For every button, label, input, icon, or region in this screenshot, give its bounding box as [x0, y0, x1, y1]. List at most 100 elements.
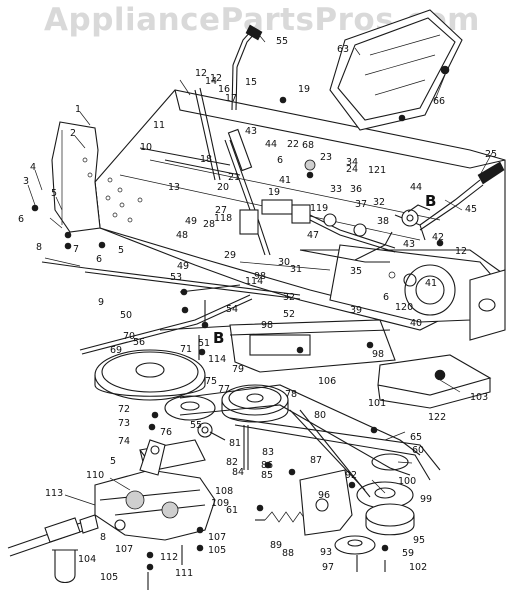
pulleys — [94, 349, 415, 555]
callout-119: 119 — [310, 203, 328, 214]
callout-8: 8 — [36, 242, 42, 253]
callout-12: 12 — [210, 73, 222, 84]
hardware — [31, 96, 444, 590]
callout-60: 60 — [412, 445, 424, 456]
callout-11: 11 — [153, 120, 165, 131]
callout-54: 54 — [226, 304, 238, 315]
callout-32: 32 — [373, 197, 385, 208]
callout-111: 111 — [175, 568, 193, 579]
callout-55: 55 — [190, 420, 202, 431]
callout-53: 53 — [170, 272, 182, 283]
callout-5: 5 — [118, 245, 124, 256]
callout-44: 44 — [410, 182, 422, 193]
callout-80: 80 — [314, 410, 326, 421]
callout-88: 88 — [282, 548, 294, 559]
callout-42: 42 — [432, 232, 444, 243]
callout-33: 33 — [330, 184, 342, 195]
callout-92: 92 — [345, 470, 357, 481]
callout-56: 56 — [133, 337, 145, 348]
callout-101: 101 — [368, 398, 386, 409]
callout-6: 6 — [277, 155, 283, 166]
brake-lever — [407, 161, 505, 231]
callout-78: 78 — [285, 389, 297, 400]
callout-23: 23 — [320, 152, 332, 163]
callout-30: 30 — [278, 257, 290, 268]
callout-32: 32 — [283, 292, 295, 303]
callout-labels: 1 2 3 4 5 6 7 8 6 5 9 10 11 12 13 14 15 … — [18, 36, 497, 583]
leader-lines — [27, 29, 493, 506]
callout-114: 114 — [245, 276, 263, 287]
callout-10: 10 — [140, 142, 152, 153]
callout-108: 108 — [215, 486, 233, 497]
callout-47: 47 — [307, 230, 319, 241]
callout-112: 112 — [160, 552, 178, 563]
callout-72: 72 — [118, 404, 130, 415]
callout-87: 87 — [310, 455, 322, 466]
callout-109: 109 — [211, 498, 229, 509]
callout-95: 95 — [413, 535, 425, 546]
seat-pan-bracket — [329, 9, 463, 131]
callout-13: 13 — [168, 182, 180, 193]
callout-89: 89 — [270, 540, 282, 551]
callout-36: 36 — [350, 184, 362, 195]
callout-50: 50 — [120, 310, 132, 321]
callout-121: 121 — [368, 165, 386, 176]
callout-97: 97 — [322, 562, 334, 573]
callout-74: 74 — [118, 436, 130, 447]
callout-21: 21 — [228, 172, 240, 183]
callout-83: 83 — [262, 447, 274, 458]
callout-70: 70 — [123, 331, 135, 342]
callout-9: 9 — [98, 297, 104, 308]
callout-99: 99 — [420, 494, 432, 505]
callout-69: 69 — [110, 345, 122, 356]
callout-107: 107 — [208, 532, 226, 543]
callout-98: 98 — [254, 271, 266, 282]
callout-31: 31 — [290, 264, 302, 275]
callout-22: 22 — [287, 139, 299, 150]
callout-44: 44 — [265, 139, 277, 150]
callout-86: 86 — [261, 460, 273, 471]
callout-43: 43 — [245, 126, 257, 137]
callout-81: 81 — [229, 438, 241, 449]
callout-59: 59 — [402, 548, 414, 559]
drive-plate — [229, 319, 492, 409]
callout-45: 45 — [465, 204, 477, 215]
callout-49: 49 — [185, 216, 197, 227]
callout-14: 14 — [205, 76, 217, 87]
callout-48: 48 — [176, 230, 188, 241]
callout-16: 16 — [218, 84, 230, 95]
callout-8: 8 — [100, 532, 106, 543]
callout-118: 118 — [214, 213, 232, 224]
callout-25: 25 — [485, 149, 497, 160]
callout-103: 103 — [470, 392, 488, 403]
callout-24: 24 — [346, 164, 358, 175]
belts — [179, 384, 441, 498]
callout-76: 76 — [160, 427, 172, 438]
callout-17: 17 — [225, 93, 237, 104]
callout-43: 43 — [403, 239, 415, 250]
callout-55: 55 — [276, 36, 288, 47]
callout-28: 28 — [203, 219, 215, 230]
control-linkage — [139, 87, 426, 271]
section-marker-b: B — [213, 329, 224, 347]
callout-107: 107 — [115, 544, 133, 555]
callout-77: 77 — [218, 384, 230, 395]
callout-49: 49 — [177, 261, 189, 272]
callout-104: 104 — [78, 554, 96, 565]
callout-85: 85 — [261, 470, 273, 481]
callout-40: 40 — [410, 318, 422, 329]
callout-79: 79 — [232, 364, 244, 375]
callout-34: 34 — [346, 157, 358, 168]
callout-93: 93 — [320, 547, 332, 558]
callout-110: 110 — [86, 470, 104, 481]
callout-105: 105 — [208, 545, 226, 556]
callout-18: 18 — [200, 154, 212, 165]
callout-120: 120 — [395, 302, 413, 313]
callout-38: 38 — [377, 216, 389, 227]
callout-41: 41 — [279, 175, 291, 186]
callout-63: 63 — [337, 44, 349, 55]
callout-52: 52 — [283, 309, 295, 320]
callout-5: 5 — [51, 188, 57, 199]
